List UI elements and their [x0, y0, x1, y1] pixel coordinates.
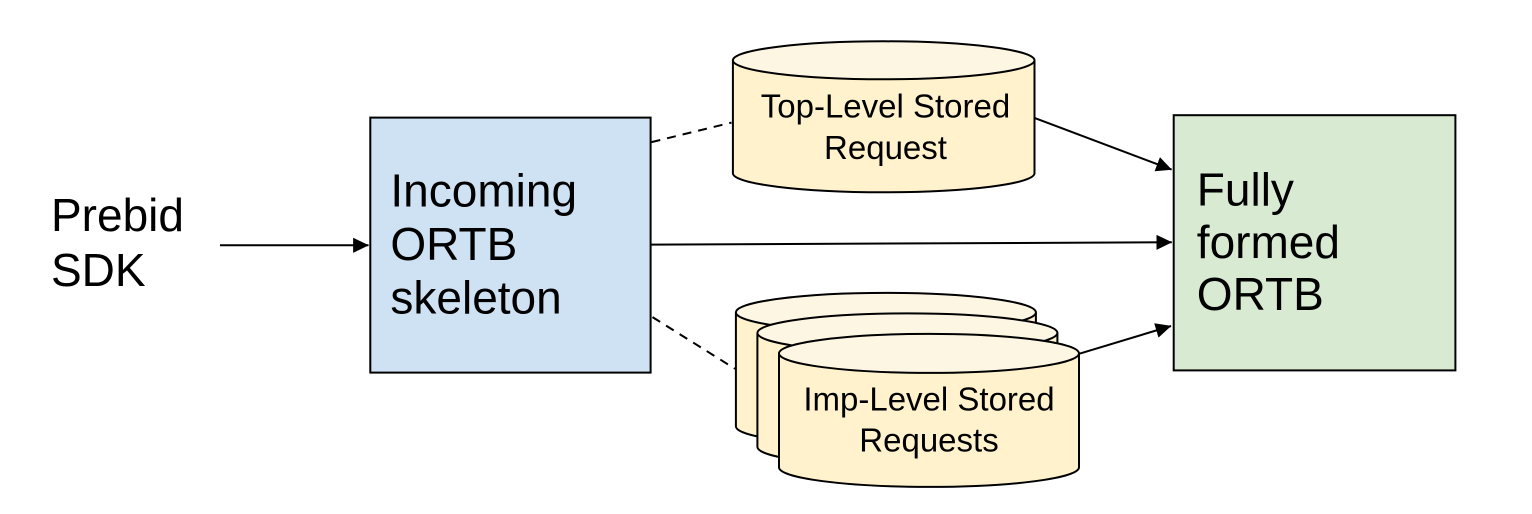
- svg-text:Fully: Fully: [1197, 163, 1294, 215]
- svg-text:Incoming: Incoming: [390, 165, 577, 217]
- svg-text:formed: formed: [1197, 216, 1340, 268]
- svg-text:Top-Level Stored: Top-Level Stored: [761, 88, 1010, 125]
- svg-text:SDK: SDK: [51, 244, 146, 296]
- svg-text:skeleton: skeleton: [390, 271, 561, 323]
- svg-text:Request: Request: [824, 129, 947, 166]
- svg-text:Prebid: Prebid: [51, 189, 184, 241]
- svg-text:Imp-Level Stored: Imp-Level Stored: [803, 380, 1054, 417]
- svg-text:ORTB: ORTB: [1197, 268, 1324, 320]
- svg-text:Requests: Requests: [859, 421, 998, 458]
- svg-text:ORTB: ORTB: [390, 218, 517, 270]
